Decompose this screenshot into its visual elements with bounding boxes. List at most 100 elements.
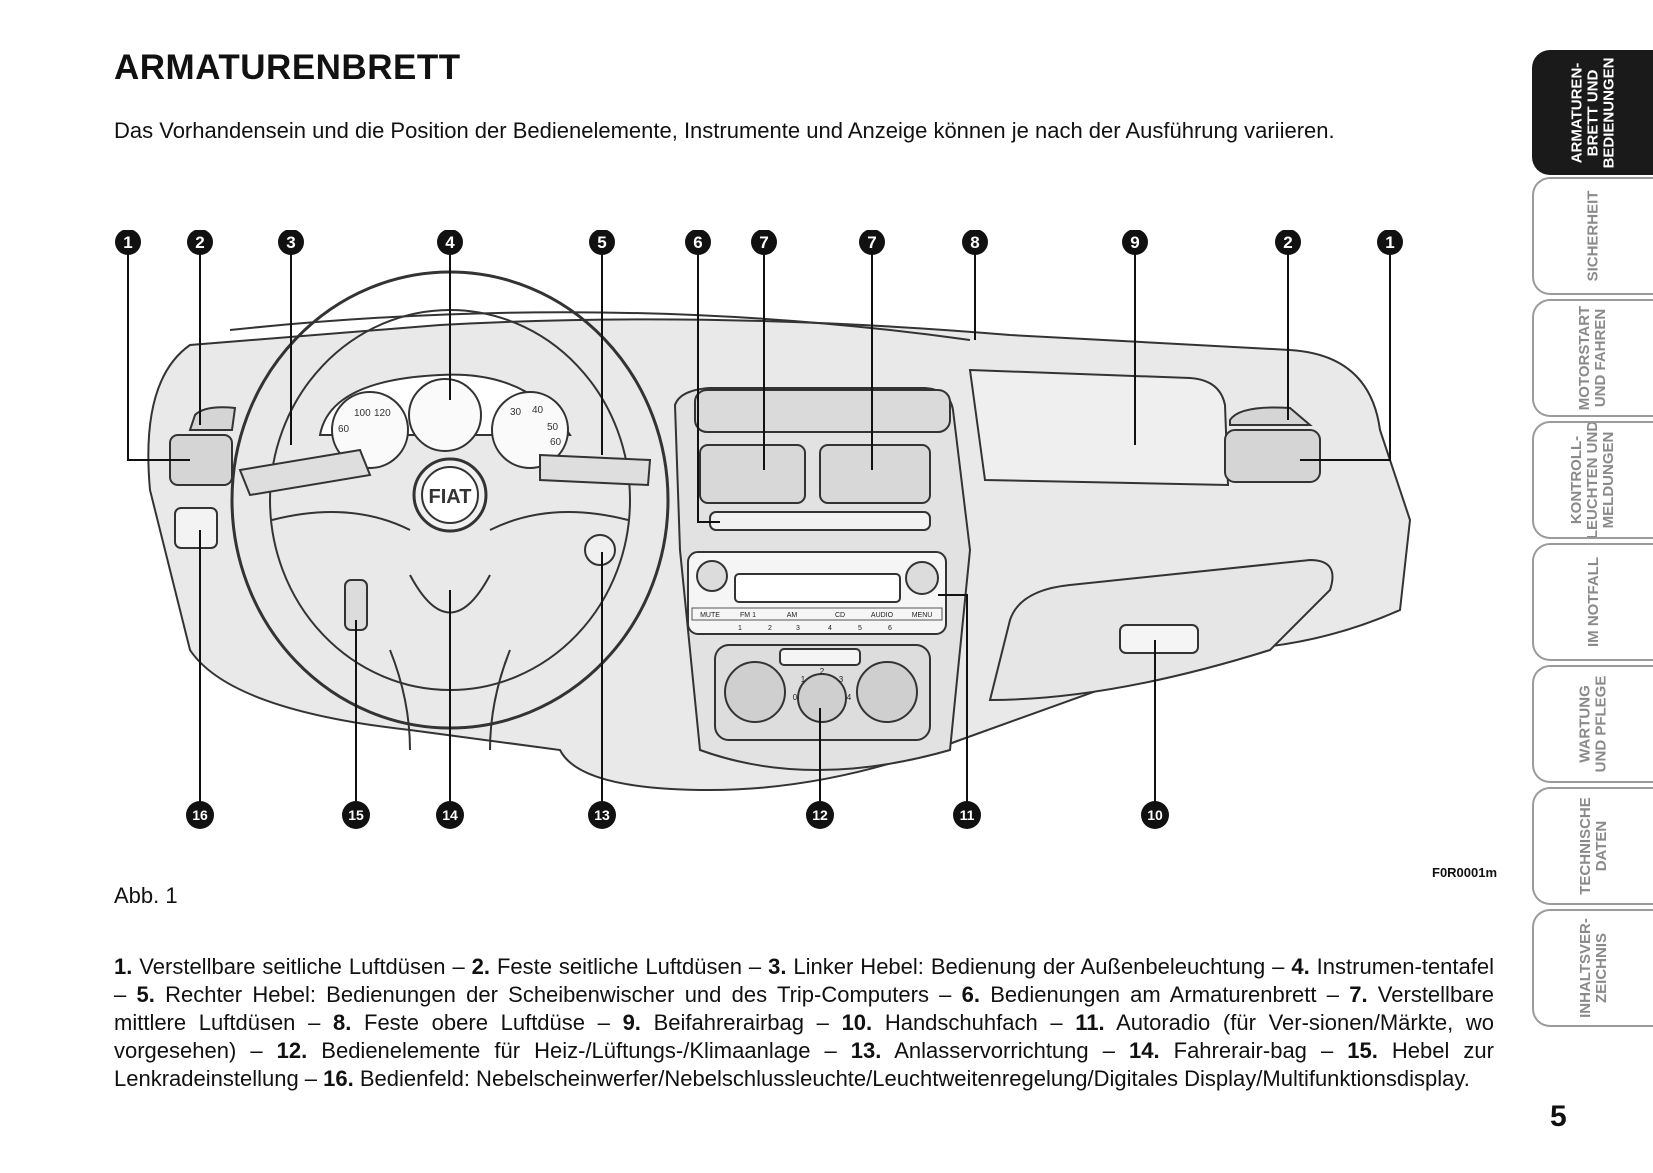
legend-item-text: Fahrerair-bag –: [1159, 1038, 1348, 1063]
legend-text: 1. Verstellbare seitliche Luftdüsen – 2.…: [114, 953, 1494, 1093]
callout-7-left: 7: [751, 229, 777, 255]
tab-label: TECHNISCHE DATEN: [1576, 797, 1610, 895]
tab-label: IM NOTFALL: [1584, 557, 1602, 647]
svg-text:5: 5: [597, 233, 606, 252]
legend-item-text: Verstellbare seitliche Luftdüsen –: [132, 954, 472, 979]
steering-column: [389, 649, 511, 751]
callout-8: 8: [962, 229, 988, 255]
callout-7-right: 7: [859, 229, 885, 255]
tab-motorstart[interactable]: MOTORSTART UND FAHREN: [1532, 299, 1653, 417]
passenger-airbag-panel: [968, 368, 1230, 487]
svg-text:4: 4: [445, 233, 455, 252]
svg-text:6: 6: [693, 233, 702, 252]
svg-text:2: 2: [195, 233, 204, 252]
rpm-tick-2: 50: [547, 422, 559, 433]
control-strip: [709, 511, 931, 531]
callout-10: 10: [1141, 801, 1169, 829]
right-stalk: [539, 453, 652, 487]
figure-caption: Abb. 1: [114, 883, 178, 908]
tab-armaturenbrett[interactable]: ARMATUREN- BRETT UND BEDIENUNGEN: [1532, 50, 1653, 175]
legend-number: 4.: [1291, 954, 1310, 979]
callout-16: 16: [186, 801, 214, 829]
steering-hub: FIAT: [412, 457, 488, 533]
callout-12: 12: [806, 801, 834, 829]
legend-number: 8.: [332, 1010, 352, 1035]
svg-text:2: 2: [1283, 233, 1292, 252]
tab-label: SICHERHEIT: [1584, 190, 1602, 282]
legend-number: 2.: [471, 954, 490, 979]
center-gauge: [408, 378, 482, 452]
climate-knob-left: [724, 661, 786, 723]
leader-lines: [127, 242, 1391, 815]
callout-1-right: 1: [1377, 229, 1403, 255]
left-stalk: [238, 448, 372, 497]
ignition-switch: [584, 534, 616, 566]
callout-4: 4: [437, 229, 463, 255]
radio-nav-pad: [905, 561, 939, 595]
legend-item-text: Anlasservorrichtung –: [881, 1038, 1129, 1063]
callout-13: 13: [588, 801, 616, 829]
tab-label: WARTUNG UND PFLEGE: [1576, 675, 1610, 773]
tab-inhaltsverzeichnis[interactable]: INHALTSVER- ZEICHNIS: [1532, 909, 1653, 1027]
legend-item-text: Hebel zur Lenkradeinstellung –: [114, 1038, 1494, 1091]
right-side-vent: [1224, 429, 1321, 483]
legend-item-text: Autoradio (für Ver-sionen/Märkte, wo vor…: [114, 1010, 1494, 1063]
fan-tick-3: 3: [839, 675, 844, 684]
page-subtitle: Das Vorhandensein und die Position der B…: [114, 118, 1335, 143]
callouts-top: 1 2 3 4 5 6 7 7 8 9 2 1: [115, 229, 1403, 255]
legend-number: 5.: [136, 982, 155, 1007]
section-tabs: ARMATUREN- BRETT UND BEDIENUNGEN SICHERH…: [1532, 50, 1653, 1110]
right-fixed-vent: [1229, 406, 1313, 426]
svg-text:1: 1: [123, 233, 132, 252]
tab-label: KONTROLL- LEUCHTEN UND MELDUNGEN: [1568, 421, 1618, 539]
tab-label: ARMATUREN- BRETT UND BEDIENUNGEN: [1568, 57, 1618, 168]
top-vent: [694, 389, 951, 433]
fan-tick-4: 4: [847, 693, 852, 702]
speedometer: [331, 391, 409, 469]
svg-text:15: 15: [348, 807, 364, 823]
speed-tick-1: 100: [354, 408, 371, 419]
svg-text:14: 14: [442, 807, 458, 823]
legend-number: 12.: [276, 1038, 308, 1063]
center-vent-left: [699, 444, 806, 504]
tab-label: MOTORSTART UND FAHREN: [1576, 305, 1610, 411]
svg-text:9: 9: [1130, 233, 1139, 252]
tab-sicherheit[interactable]: SICHERHEIT: [1532, 177, 1653, 295]
fan-tick-2: 2: [820, 667, 825, 676]
dashboard-illustration: FIAT 60 100 120 30 40 50 60 MUTE FM 1 AM…: [115, 229, 1412, 829]
radio-preset-3: 3: [796, 625, 800, 632]
svg-text:7: 7: [759, 233, 768, 252]
left-switch-panel: [174, 507, 218, 549]
speed-tick-0: 60: [338, 424, 350, 435]
legend-item-text: Verstellbare mittlere Luftdüsen –: [114, 982, 1494, 1035]
svg-text:13: 13: [594, 807, 610, 823]
tab-im-notfall[interactable]: IM NOTFALL: [1532, 543, 1653, 661]
callout-2-left: 2: [187, 229, 213, 255]
legend-number: 9.: [622, 1010, 641, 1035]
page-number: 5: [1550, 1100, 1567, 1133]
legend-number: 11.: [1075, 1010, 1105, 1035]
tab-kontrollleuchten[interactable]: KONTROLL- LEUCHTEN UND MELDUNGEN: [1532, 421, 1653, 539]
tab-label: INHALTSVER- ZEICHNIS: [1576, 918, 1610, 1018]
callout-11: 11: [953, 801, 981, 829]
rpm-tick-0: 30: [510, 407, 522, 418]
rpm-tick-3: 60: [550, 437, 562, 448]
radio-preset-1: 1: [738, 625, 742, 632]
steering-spoke-right: [489, 511, 629, 531]
tab-wartung[interactable]: WARTUNG UND PFLEGE: [1532, 665, 1653, 783]
radio-btn-am: AM: [787, 612, 798, 619]
speed-tick-2: 120: [374, 408, 391, 419]
legend-item-text: Bedienungen am Armaturenbrett –: [980, 982, 1350, 1007]
legend-number: 1.: [114, 954, 133, 979]
rpm-tick-1: 40: [532, 405, 544, 416]
legend-item-text: Instrumen-tentafel –: [114, 954, 1494, 1007]
svg-text:16: 16: [192, 807, 208, 823]
svg-text:10: 10: [1147, 807, 1163, 823]
svg-text:7: 7: [867, 233, 876, 252]
tab-technische-daten[interactable]: TECHNISCHE DATEN: [1532, 787, 1653, 905]
callout-1-left: 1: [115, 229, 141, 255]
legend-number: 16.: [323, 1066, 354, 1091]
legend-number: 3.: [768, 954, 787, 979]
svg-text:3: 3: [286, 233, 295, 252]
legend-item-text: Bedienelemente für Heiz-/Lüftungs-/Klima…: [307, 1038, 851, 1063]
